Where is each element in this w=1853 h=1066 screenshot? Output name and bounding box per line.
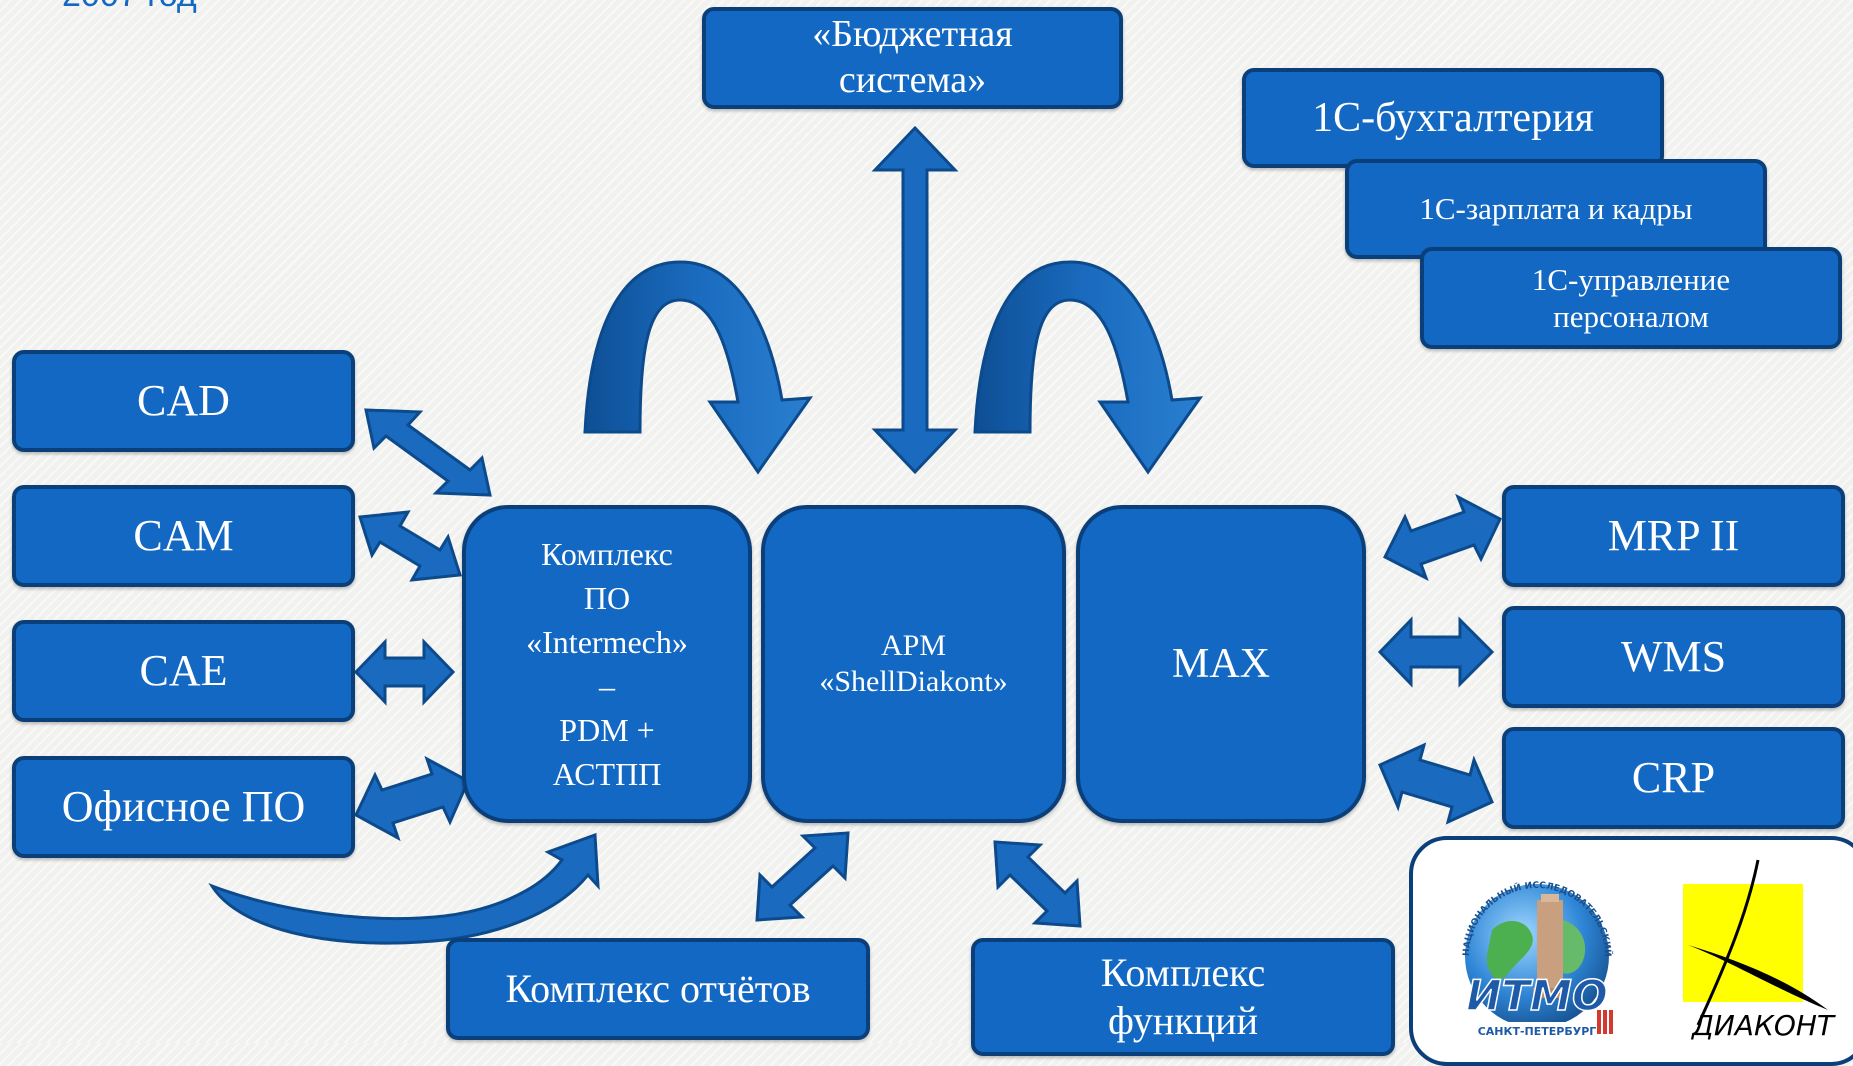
crp-box: CRP <box>1502 727 1845 829</box>
intermech-box: Комплекс ПО «Intermech» – PDM + АСТПП <box>462 505 752 823</box>
1c-personnel-line-1: 1С-управление <box>1531 261 1731 297</box>
diakont-mark: ДИАКОНТ <box>1688 859 1836 1040</box>
max-label: MAX <box>1171 640 1270 687</box>
cam-box: CAM <box>12 485 355 587</box>
crp-label: CRP <box>1631 752 1716 802</box>
cad-box: CAD <box>12 350 355 452</box>
1c-personnel-line-2: персоналом <box>1553 299 1709 334</box>
office-curve-arrow <box>208 832 600 945</box>
mrp-double-arrow <box>1382 493 1502 582</box>
cae-box: CAE <box>12 620 355 722</box>
functions-box: Комплекс функций <box>971 938 1395 1056</box>
cam-double-arrow <box>358 510 462 582</box>
intermech-line-6: АСТПП <box>552 756 662 793</box>
1c-salary-box: 1С-зарплата и кадры <box>1345 159 1767 259</box>
year-label: 2007 год <box>62 0 197 15</box>
intermech-line-4: – <box>598 668 615 704</box>
itmo-text: ИТМО <box>1466 971 1607 1020</box>
budget-system-box: «Бюджетная система» <box>702 7 1123 109</box>
budget-line-1: «Бюджетная <box>812 13 1013 56</box>
arm-box: АРМ «ShellDiakont» <box>761 505 1066 823</box>
wms-label: WMS <box>1620 631 1727 681</box>
wms-box: WMS <box>1502 606 1845 708</box>
itmo-city: САНКТ-ПЕТЕРБУРГ <box>1478 1025 1597 1038</box>
intermech-line-3: «Intermech» <box>526 623 688 660</box>
budget-double-arrow <box>871 125 959 475</box>
cad-label: CAD <box>137 375 230 425</box>
cae-double-arrow <box>353 638 456 706</box>
itmo-logo: НАЦИОНАЛЬНЫЙ ИССЛЕДОВАТЕЛЬСКИЙ УНИВЕРСИТ… <box>1437 860 1615 1038</box>
1c-personnel-box: 1С-управление персоналом <box>1420 247 1842 349</box>
functions-double-arrow <box>993 840 1082 928</box>
connector-arrows <box>208 125 1502 945</box>
curve-arrow-right <box>973 260 1204 475</box>
1c-salary-label: 1С-зарплата и кадры <box>1419 191 1693 227</box>
curve-arrow-left <box>583 260 814 475</box>
1c-accounting-label: 1С-бухгалтерия <box>1312 94 1594 141</box>
arm-line-2: «ShellDiakont» <box>819 665 1008 698</box>
crp-double-arrow <box>1378 742 1494 825</box>
functions-line-2: функций <box>1108 998 1258 1043</box>
arm-line-1: АРМ <box>880 629 946 662</box>
wms-double-arrow <box>1377 616 1495 688</box>
office-double-arrow <box>354 755 470 842</box>
intermech-line-1: Комплекс <box>541 535 673 572</box>
cam-label: CAM <box>133 510 234 560</box>
cad-double-arrow <box>364 408 492 497</box>
mrp-box: MRP II <box>1502 485 1845 587</box>
intermech-line-5: PDM + <box>559 712 655 749</box>
office-label: Офисное ПО <box>61 781 306 831</box>
intermech-line-2: ПО <box>583 579 631 616</box>
office-box: Офисное ПО <box>12 756 355 858</box>
1c-accounting-box: 1С-бухгалтерия <box>1242 68 1664 168</box>
reports-label: Комплекс отчётов <box>505 966 811 1011</box>
max-box: MAX <box>1076 505 1366 823</box>
logos-panel: НАЦИОНАЛЬНЫЙ ИССЛЕДОВАТЕЛЬСКИЙ УНИВЕРСИТ… <box>1409 836 1853 1066</box>
reports-box: Комплекс отчётов <box>446 938 870 1040</box>
cae-label: CAE <box>139 645 228 695</box>
reports-double-arrow <box>755 831 850 922</box>
diakont-text: ДИАКОНТ <box>1690 1009 1836 1040</box>
budget-line-2: система» <box>838 59 987 101</box>
mrp-label: MRP II <box>1607 510 1740 560</box>
functions-line-1: Комплекс <box>1100 950 1266 995</box>
